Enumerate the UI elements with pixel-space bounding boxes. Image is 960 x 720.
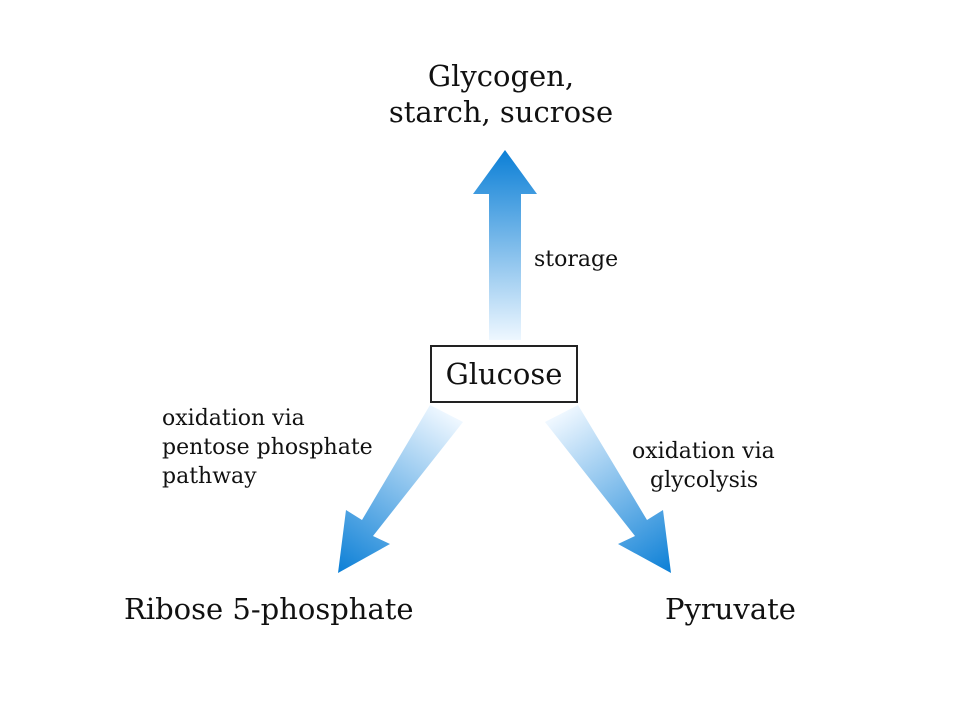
ribose-5-phosphate-label: Ribose 5-phosphate bbox=[124, 592, 414, 626]
storage-arrow bbox=[473, 150, 537, 340]
top-product-line-1: Glycogen, bbox=[427, 59, 575, 93]
right-process-line-2: glycolysis bbox=[650, 468, 759, 493]
left-process-line-3: pathway bbox=[162, 464, 257, 489]
right-process-line-1: oxidation via bbox=[632, 439, 775, 464]
glycolysis-process-label: oxidation via glycolysis bbox=[632, 437, 775, 495]
pentose-phosphate-arrow bbox=[338, 405, 463, 573]
left-process-line-2: pentose phosphate bbox=[162, 435, 373, 460]
top-product-line-2: starch, sucrose bbox=[388, 95, 614, 129]
glycolysis-arrow bbox=[545, 405, 671, 573]
storage-label: storage bbox=[534, 247, 619, 272]
left-process-line-1: oxidation via bbox=[162, 406, 305, 431]
top-product-label: Glycogen, starch, sucrose bbox=[370, 58, 632, 130]
glucose-label: Glucose bbox=[445, 357, 563, 391]
pentose-phosphate-process-label: oxidation via pentose phosphate pathway bbox=[162, 404, 373, 491]
glucose-box: Glucose bbox=[430, 345, 578, 403]
pyruvate-label: Pyruvate bbox=[665, 592, 796, 626]
